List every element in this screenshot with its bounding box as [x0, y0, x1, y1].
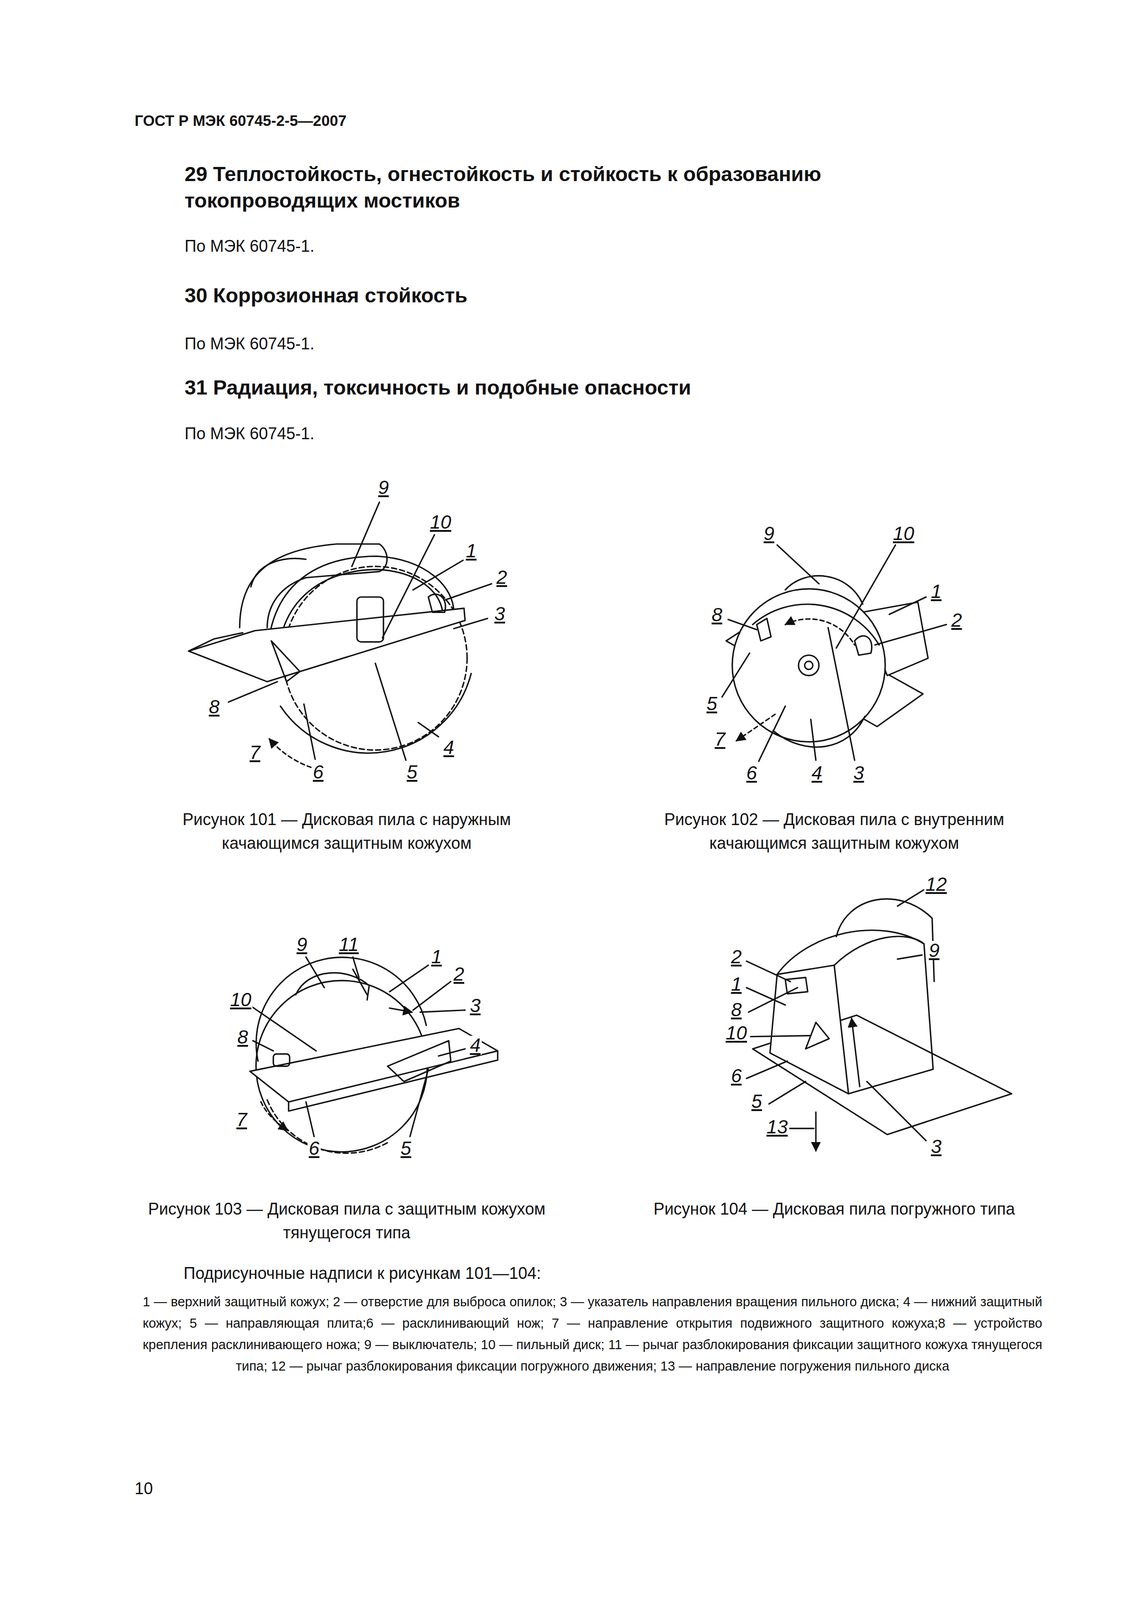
- callout-number: 8: [729, 1000, 743, 1020]
- callout-number: 6: [307, 1138, 321, 1158]
- callout-number: 3: [468, 996, 482, 1016]
- callout-number: 6: [729, 1066, 743, 1086]
- callout-number: 3: [851, 763, 866, 783]
- callout-number: 5: [405, 762, 419, 782]
- callout-number: 10: [724, 1023, 749, 1043]
- callout-number: 2: [949, 610, 964, 630]
- figure-caption: Рисунок 102 — Дисковая пила с внутренним…: [630, 807, 1038, 856]
- callout-number: 9: [927, 940, 941, 960]
- callout-number: 13: [765, 1117, 790, 1137]
- callout-number: 2: [729, 947, 743, 967]
- callout-number: 2: [452, 964, 466, 984]
- callout-number: 6: [744, 763, 758, 783]
- callout-number: 3: [492, 604, 507, 624]
- saw-figure-102: [721, 544, 947, 762]
- figure-legend: 1 — верхний защитный кожух; 2 — отверсти…: [142, 1291, 1043, 1377]
- callout-number: 4: [441, 737, 456, 758]
- callout-number: 9: [295, 934, 309, 955]
- figure-caption: Рисунок 103 — Дисковая пила с защитным к…: [147, 1197, 546, 1245]
- callout-number: 9: [762, 523, 776, 544]
- saw-figure-104: [746, 889, 1012, 1151]
- saw-figure-103: [249, 956, 498, 1153]
- callout-number: 6: [311, 762, 325, 782]
- callout-number: 7: [248, 742, 262, 763]
- running-header: ГОСТ Р МЭК 60745-2-5—2007: [134, 112, 347, 130]
- callout-number: 10: [228, 990, 253, 1010]
- callout-number: 1: [464, 541, 478, 561]
- callout-number: 8: [207, 697, 221, 717]
- callout-number: 8: [236, 1027, 250, 1047]
- callout-number: 2: [495, 567, 509, 587]
- callout-number: 11: [337, 934, 361, 955]
- callout-number: 8: [710, 605, 724, 625]
- callout-number: 5: [399, 1138, 413, 1158]
- callout-number: 10: [428, 512, 453, 532]
- saw-figure-101: [188, 502, 492, 768]
- section-heading: 31 Радиация, токсичность и подобные опас…: [184, 374, 971, 401]
- page-number: 10: [134, 1478, 153, 1499]
- callout-number: 1: [429, 947, 443, 967]
- callout-number: 4: [810, 763, 824, 783]
- callout-number: 1: [929, 581, 943, 602]
- body-text: По МЭК 60745-1.: [184, 236, 315, 256]
- section-heading: 30 Коррозионная стойкость: [184, 282, 971, 309]
- callout-number: 1: [729, 974, 743, 994]
- callout-number: 10: [891, 523, 916, 544]
- figure-caption: Рисунок 101 — Дисковая пила с наружным к…: [147, 807, 546, 856]
- callout-number: 9: [376, 477, 390, 498]
- callout-number: 4: [468, 1035, 482, 1055]
- callout-number: 12: [924, 874, 949, 894]
- body-text: По МЭК 60745-1.: [184, 334, 315, 354]
- callout-number: 7: [713, 729, 727, 749]
- body-text: По МЭК 60745-1.: [184, 424, 315, 444]
- callout-number: 5: [705, 694, 719, 714]
- figure-caption: Рисунок 104 — Дисковая пила погружного т…: [620, 1197, 1049, 1221]
- legend-intro: Подрисуночные надписи к рисункам 101—104…: [183, 1263, 542, 1283]
- callout-number: 7: [234, 1110, 249, 1130]
- callout-number: 5: [750, 1091, 764, 1111]
- section-heading: 29 Теплостойкость, огнестойкость и стойк…: [184, 160, 971, 214]
- callout-number: 3: [929, 1136, 943, 1157]
